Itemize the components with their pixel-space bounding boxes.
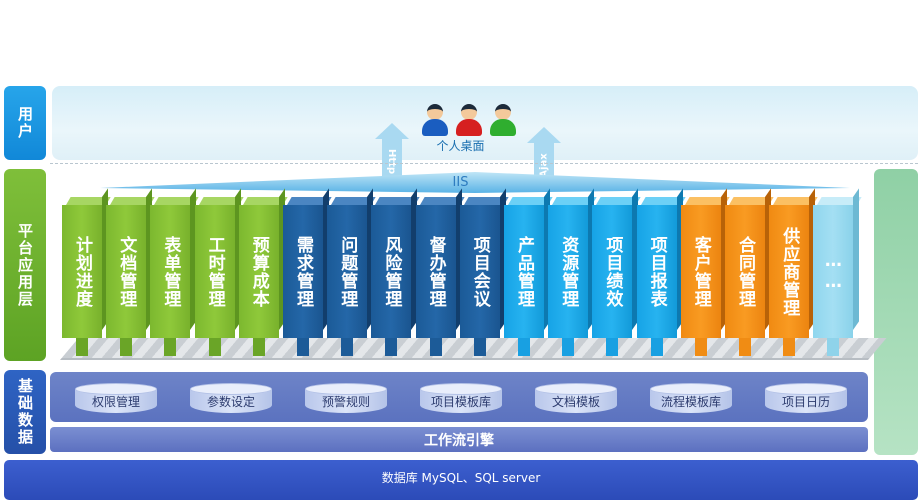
- user-icon: [488, 104, 518, 136]
- module-label-line: 管理: [735, 271, 755, 308]
- module-11: 资源管理: [548, 188, 597, 356]
- module-label: 督办管理: [425, 236, 447, 308]
- http-arrow: Http: [375, 123, 409, 184]
- module-label: 问题管理: [336, 236, 358, 308]
- personal-desktop-label: 个人桌面: [436, 139, 485, 153]
- layer-label-user: 用户: [4, 86, 46, 160]
- module-label-line: 表单: [160, 235, 181, 272]
- module-label-line: 供应: [779, 226, 800, 263]
- module-label: 表单管理: [159, 236, 181, 308]
- base-data-item: 文档模板: [535, 383, 617, 413]
- user-icon: [454, 104, 484, 136]
- module-label-line: 预算: [248, 235, 269, 272]
- module-9: 项目会议: [459, 188, 509, 356]
- module-7: 风险管理: [371, 188, 421, 356]
- module-label-line: 项目: [602, 235, 623, 272]
- base-data-item: 预警规则: [305, 383, 387, 413]
- module-label: 供应商管理: [778, 227, 800, 317]
- module-5: 需求管理: [283, 188, 332, 356]
- module-16: 供应商管理: [769, 188, 818, 356]
- module-label-line: 产品: [514, 235, 534, 272]
- module-label-line: 文档: [116, 235, 137, 272]
- module-3: 工时管理: [194, 188, 244, 356]
- module-label-line: 督办: [425, 235, 446, 272]
- module-label: 客户管理: [690, 236, 712, 308]
- module-10: 产品管理: [504, 188, 553, 356]
- module-label: 预算成本: [248, 236, 270, 308]
- module-label-line: 客户: [690, 235, 711, 272]
- module-15: 合同管理: [725, 188, 774, 356]
- module-4: 预算成本: [238, 188, 288, 356]
- base-data-item: 项目模板库: [420, 383, 502, 413]
- module-label: 工时管理: [204, 236, 226, 308]
- module-label-line: 管理: [337, 271, 358, 308]
- base-data-item: 流程模板库: [650, 383, 732, 413]
- module-label-line: 计划: [72, 235, 92, 272]
- module-label-line: 绩效: [602, 271, 623, 308]
- base-data-item: 权限管理: [75, 383, 157, 413]
- module-1: 文档管理: [106, 188, 155, 356]
- module-label-line: 资源: [558, 235, 579, 272]
- user-icon: [420, 104, 450, 136]
- module-label: 文档管理: [115, 236, 137, 308]
- module-label: 计划进度: [71, 236, 93, 308]
- module-label-line: 进度: [72, 271, 92, 308]
- module-12: 项目绩效: [592, 188, 642, 356]
- divider: [50, 163, 918, 164]
- module-13: 项目报表: [636, 188, 686, 356]
- module-label-line: 会议: [469, 271, 490, 308]
- module-label: 项目会议: [469, 236, 491, 308]
- module-label-line: 项目: [646, 235, 667, 272]
- module-17: ……: [813, 188, 863, 356]
- module-label-line: 问题: [337, 235, 358, 272]
- iis-roof: [100, 172, 850, 193]
- module-label-line: 工时: [204, 235, 225, 272]
- module-label-line: 管理: [558, 271, 579, 308]
- base-data-item: 参数设定: [190, 383, 272, 413]
- workflow-engine: 工作流引擎: [50, 427, 868, 452]
- module-label: 项目绩效: [601, 236, 623, 308]
- module-label-line: 商管理: [779, 262, 800, 317]
- base-data-item: 项目日历: [765, 383, 847, 413]
- module-label: 风险管理: [380, 236, 402, 308]
- module-label-line: 报表: [646, 271, 667, 308]
- module-label: 产品管理: [513, 236, 535, 308]
- module-2: 表单管理: [150, 188, 200, 356]
- module-label-line: 管理: [690, 271, 711, 308]
- module-label-line: 项目: [469, 235, 490, 272]
- module-label-line: 管理: [204, 271, 225, 308]
- module-label-line: 需求: [293, 235, 313, 272]
- module-label-line: 管理: [116, 271, 137, 308]
- module-14: 客户管理: [680, 188, 730, 356]
- module-label: 资源管理: [557, 236, 579, 308]
- module-6: 问题管理: [327, 188, 376, 356]
- iis-label: IIS: [452, 175, 469, 190]
- right-side-panel: [874, 169, 918, 455]
- user-panel: [52, 86, 918, 160]
- module-label-line: 风险: [381, 235, 402, 272]
- module-label: 项目报表: [646, 236, 668, 308]
- layer-label-base-data: 基础数据: [4, 370, 46, 454]
- database-bar: 数据库 MySQL、SQL server: [4, 460, 918, 500]
- module-label-line: 管理: [514, 271, 534, 308]
- module-label-line: ……: [823, 250, 844, 293]
- module-label-line: 成本: [248, 271, 269, 308]
- module-label-line: 管理: [381, 271, 402, 308]
- module-label-line: 管理: [160, 271, 181, 308]
- module-label: 需求管理: [292, 236, 314, 308]
- module-label: ……: [822, 251, 844, 293]
- module-label-line: 合同: [735, 235, 755, 272]
- module-label-line: 管理: [425, 271, 446, 308]
- module-label: 合同管理: [734, 236, 756, 308]
- module-0: 计划进度: [62, 188, 111, 356]
- module-8: 督办管理: [415, 188, 465, 356]
- module-label-line: 管理: [293, 271, 313, 308]
- layer-label-platform: 平台应用层: [4, 169, 46, 361]
